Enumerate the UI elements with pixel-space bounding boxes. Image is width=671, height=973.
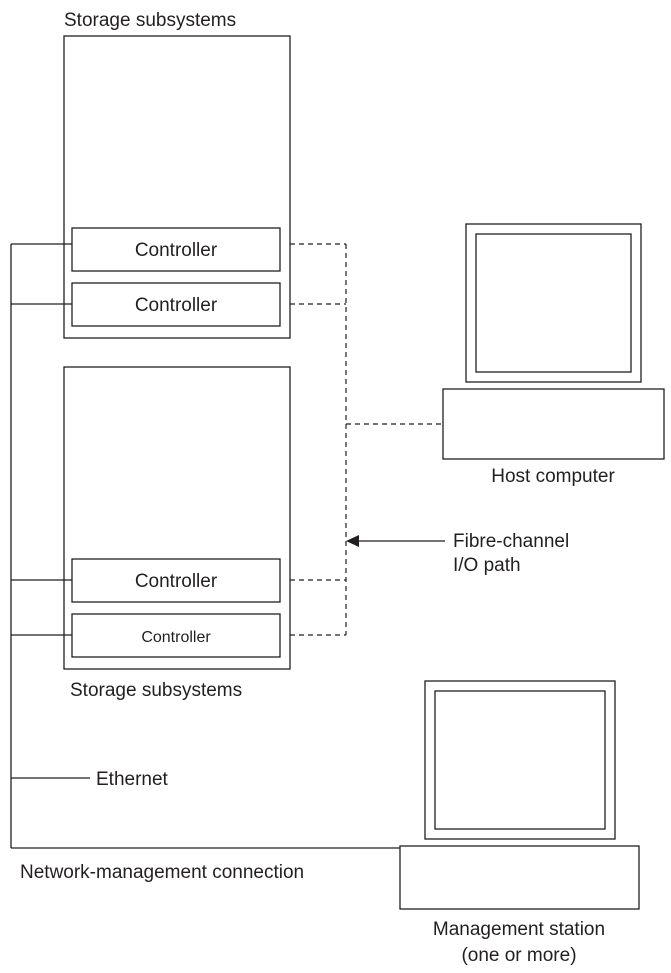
controller-top-1 (71, 227, 281, 272)
io-path-label: I/O path (453, 555, 521, 576)
management-system-unit (399, 845, 640, 910)
ethernet-label: Ethernet (96, 769, 169, 790)
management-station-sublabel: (one or more) (461, 945, 576, 966)
controller-bottom-2-label: Controller (141, 629, 211, 646)
host-computer-label: Host computer (491, 466, 615, 487)
storage-subsystems-top-label: Storage subsystems (64, 10, 236, 31)
controller-bottom-1 (71, 558, 281, 603)
fibre-channel-label: Fibre-channel (453, 531, 569, 552)
controller-top-2 (71, 282, 281, 327)
management-screen (434, 690, 606, 830)
fibre-channel-arrowhead (346, 535, 359, 547)
controller-top-2-label: Controller (135, 295, 218, 316)
controller-top-1-label: Controller (135, 240, 218, 261)
management-station (399, 680, 640, 910)
storage-subsystems-bottom-label: Storage subsystems (70, 680, 242, 701)
ethernet-lines (10, 243, 400, 849)
controller-bottom-1-label: Controller (135, 571, 218, 592)
host-screen (475, 233, 632, 373)
fibre-channel-paths (290, 243, 443, 636)
management-station-label: Management station (433, 919, 605, 940)
host-computer (442, 223, 665, 460)
host-system-unit (442, 388, 665, 460)
network-management-connection-label: Network-management connection (20, 862, 304, 883)
